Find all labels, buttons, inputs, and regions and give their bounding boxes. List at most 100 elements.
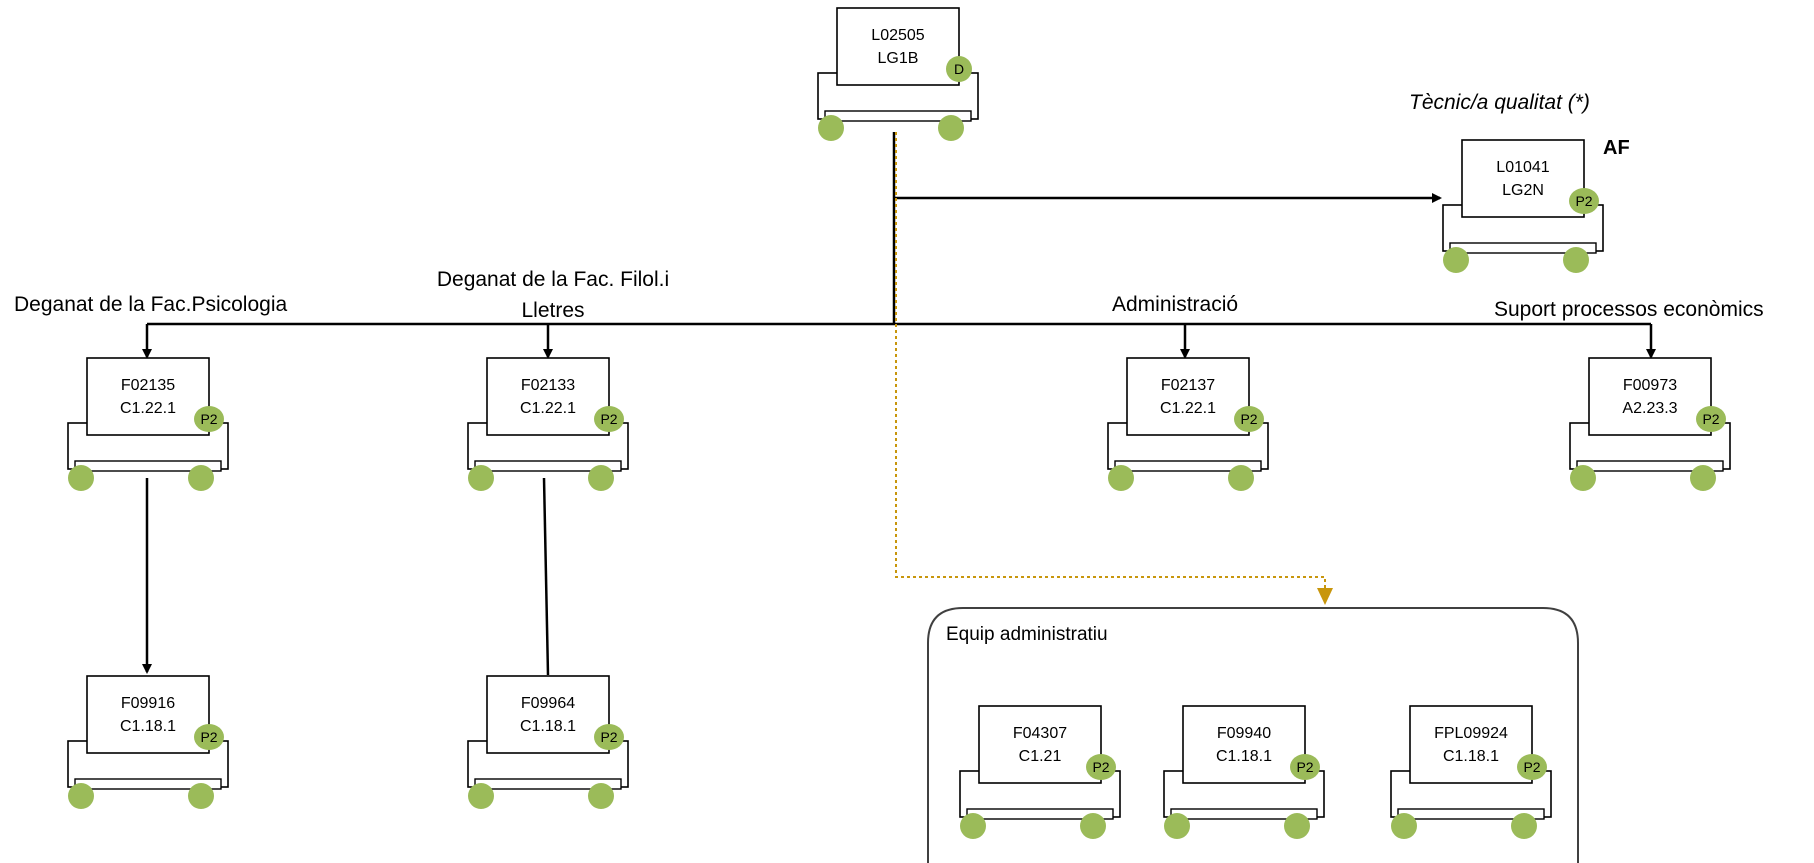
wheel-right	[188, 465, 214, 491]
wheel-right	[1563, 247, 1589, 273]
dotted-arrowhead	[1317, 588, 1333, 605]
badge-shape	[594, 406, 624, 432]
equip-label: Equip administratiu	[946, 624, 1108, 645]
af-label: AF	[1603, 137, 1630, 159]
badge-text: P2	[200, 729, 217, 745]
node-card	[1182, 705, 1306, 784]
wheel-right	[1690, 465, 1716, 491]
badge-text: P2	[1575, 193, 1592, 209]
node-card	[1409, 705, 1533, 784]
filol-label-line1: Deganat de la Fac. Filol.i	[436, 268, 670, 291]
node-base-strip	[1397, 808, 1545, 820]
node-base-strip	[1114, 460, 1262, 472]
node-base-strip	[74, 460, 222, 472]
wheel-left	[1108, 465, 1134, 491]
badge-shape	[1290, 754, 1320, 780]
node-grade: LG1B	[878, 50, 919, 67]
badge-text: P2	[1092, 759, 1109, 775]
node-card	[978, 705, 1102, 784]
node-base-strip	[1449, 242, 1597, 254]
wheel-right	[188, 783, 214, 809]
wheel-left	[68, 783, 94, 809]
badge-text: P2	[1702, 411, 1719, 427]
node-grade: C1.22.1	[520, 400, 576, 417]
wheel-right	[938, 115, 964, 141]
suport-label: Suport processos econòmics	[1494, 298, 1764, 321]
node-base-strip	[1576, 460, 1724, 472]
wheel-left	[1164, 813, 1190, 839]
wheel-left	[960, 813, 986, 839]
wheel-right	[588, 783, 614, 809]
wheel-right	[588, 465, 614, 491]
badge-shape	[1234, 406, 1264, 432]
connector-lines	[142, 132, 1656, 676]
badge-text: P2	[1296, 759, 1313, 775]
wheel-right	[1284, 813, 1310, 839]
wheel-left	[468, 465, 494, 491]
node-card	[86, 357, 210, 436]
badge-shape	[1569, 188, 1599, 214]
node-code: F02137	[1161, 377, 1215, 394]
badge-text: P2	[1240, 411, 1257, 427]
node-code: L02505	[871, 27, 924, 44]
node-code: L01041	[1496, 159, 1549, 176]
wheel-left	[1391, 813, 1417, 839]
wheel-left	[1443, 247, 1469, 273]
administracio-label: Administració	[1112, 293, 1239, 316]
node-card	[1126, 357, 1250, 436]
node-code: FPL09924	[1434, 725, 1508, 742]
badge-text: P2	[200, 411, 217, 427]
node-base-strip	[474, 460, 622, 472]
badge-shape	[1696, 406, 1726, 432]
wheel-right	[1228, 465, 1254, 491]
wheel-right	[1511, 813, 1537, 839]
node-code: F09916	[121, 695, 175, 712]
wheel-left	[468, 783, 494, 809]
node-card	[836, 7, 960, 86]
node-card	[486, 675, 610, 754]
wheel-left	[1570, 465, 1596, 491]
node-grade: C1.18.1	[1443, 748, 1499, 765]
node-grade: C1.18.1	[520, 718, 576, 735]
node-code: F09940	[1217, 725, 1271, 742]
badge-shape	[594, 724, 624, 750]
badge-text: P2	[600, 729, 617, 745]
node-card	[1588, 357, 1712, 436]
tecnic-label: Tècnic/a qualitat (*)	[1409, 91, 1590, 114]
node-code: F00973	[1623, 377, 1677, 394]
node-code: F02135	[121, 377, 175, 394]
node-base-strip	[74, 778, 222, 790]
node-grade: C1.21	[1019, 748, 1062, 765]
node-grade: LG2N	[1502, 182, 1544, 199]
nodes-layer: L02505LG1BDL01041LG2NP2F02135C1.22.1P2F0…	[67, 7, 1731, 839]
badge-shape	[1086, 754, 1116, 780]
node-grade: C1.22.1	[120, 400, 176, 417]
wheel-left	[818, 115, 844, 141]
badge-shape	[946, 56, 972, 82]
node-grade: C1.22.1	[1160, 400, 1216, 417]
node-card	[486, 357, 610, 436]
equip-container	[927, 607, 1579, 863]
badge-shape	[194, 406, 224, 432]
node-code: F09964	[521, 695, 575, 712]
node-base-strip	[1170, 808, 1318, 820]
node-card	[86, 675, 210, 754]
badge-text: P2	[1523, 759, 1540, 775]
node-card	[1461, 139, 1585, 218]
wheel-right	[1080, 813, 1106, 839]
node-grade: A2.23.3	[1622, 400, 1677, 417]
node-code: F02133	[521, 377, 575, 394]
node-base-strip	[824, 110, 972, 122]
filol-label-line2: Lletres	[521, 299, 585, 322]
